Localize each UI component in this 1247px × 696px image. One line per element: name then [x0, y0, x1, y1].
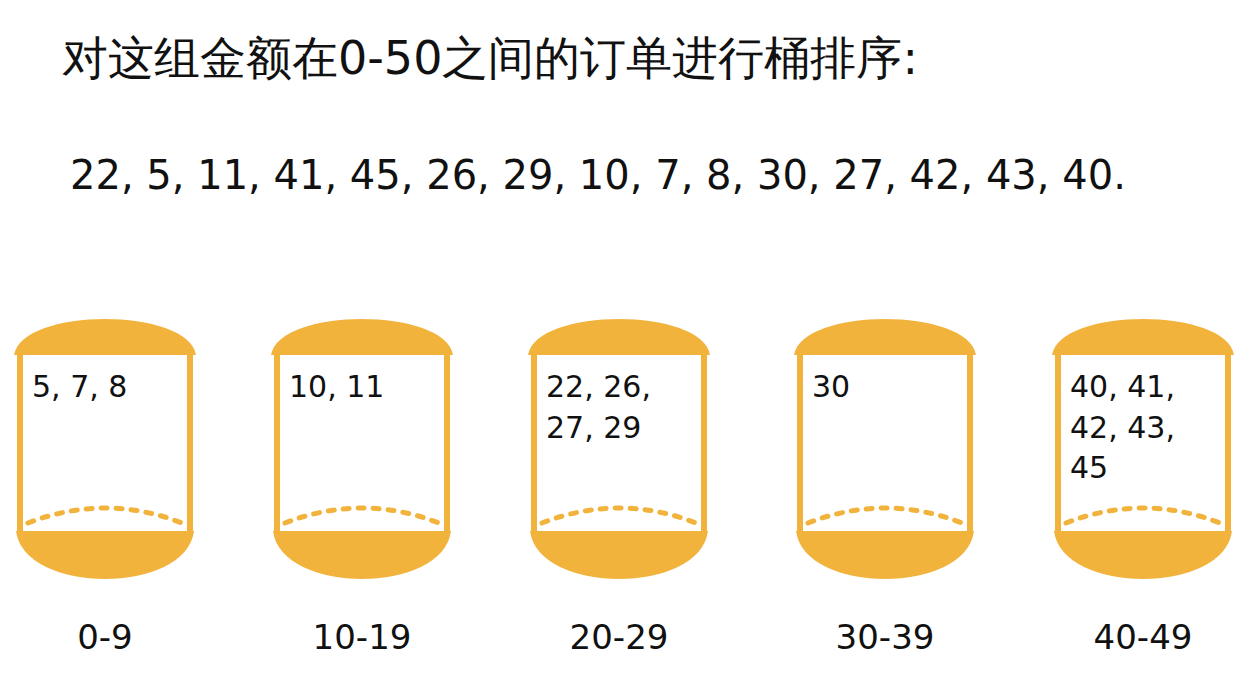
bucket-lid	[794, 319, 976, 355]
bucket-lid	[271, 319, 453, 355]
bucket-outline	[267, 305, 457, 600]
bucket-rim-dots	[285, 508, 439, 523]
bucket-lid	[14, 319, 196, 355]
bucket-rim-dots	[1066, 508, 1220, 523]
bucket-base	[530, 531, 708, 579]
number-sequence: 22, 5, 11, 41, 45, 26, 29, 10, 7, 8, 30,…	[70, 152, 1126, 198]
bucket-lid	[528, 319, 710, 355]
bucket-outline	[790, 305, 980, 600]
bucket-contents: 10, 11	[289, 367, 437, 408]
bucket-outline	[524, 305, 714, 600]
bucket: 10, 11 10-19	[267, 305, 457, 675]
bucket-side	[1225, 353, 1231, 533]
bucket-side	[17, 353, 23, 533]
bucket-base	[273, 531, 451, 579]
bucket-side	[701, 353, 707, 533]
bucket-outline	[10, 305, 200, 600]
range-label: 30-39	[790, 617, 980, 657]
bucket-side	[274, 353, 280, 533]
range-label: 10-19	[267, 617, 457, 657]
bucket-contents: 40, 41, 42, 43, 45	[1070, 367, 1218, 489]
bucket-base	[16, 531, 194, 579]
range-label: 0-9	[10, 617, 200, 657]
bucket: 30 30-39	[790, 305, 980, 675]
bucket-side	[444, 353, 450, 533]
bucket: 40, 41, 42, 43, 45 40-49	[1048, 305, 1238, 675]
bucket-rim-dots	[542, 508, 696, 523]
range-label: 40-49	[1048, 617, 1238, 657]
bucket-side	[187, 353, 193, 533]
range-label: 20-29	[524, 617, 714, 657]
bucket-lid	[1052, 319, 1234, 355]
bucket-side	[1055, 353, 1061, 533]
bucket-side	[531, 353, 537, 533]
bucket-side	[967, 353, 973, 533]
bucket-base	[796, 531, 974, 579]
bucket: 5, 7, 8 0-9	[10, 305, 200, 675]
bucket-rim-dots	[808, 508, 962, 523]
bucket-base	[1054, 531, 1232, 579]
bucket-side	[797, 353, 803, 533]
bucket: 22, 26, 27, 29 20-29	[524, 305, 714, 675]
bucket-contents: 5, 7, 8	[32, 367, 180, 408]
bucket-contents: 30	[812, 367, 960, 408]
bucket-rim-dots	[28, 508, 182, 523]
bucket-contents: 22, 26, 27, 29	[546, 367, 694, 448]
title: 对这组金额在0-50之间的订单进行桶排序:	[62, 28, 918, 90]
